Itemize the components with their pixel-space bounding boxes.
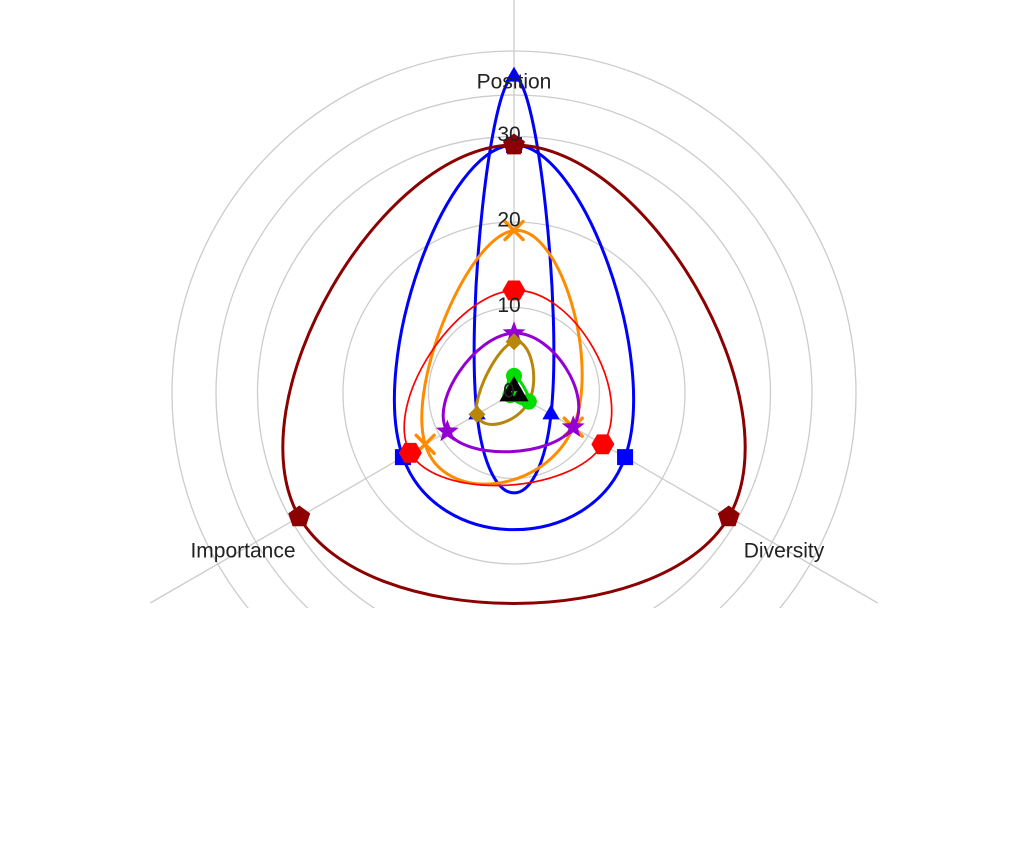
- series-line: [281, 143, 747, 605]
- data-point-circle: [506, 367, 522, 384]
- series-2: [281, 133, 747, 605]
- data-point-star: [435, 419, 459, 442]
- series-line: [420, 229, 584, 486]
- series-line: [403, 289, 613, 487]
- r-tick-label: 10: [497, 294, 520, 317]
- series-4: [398, 280, 615, 487]
- data-point-hexagon: [502, 280, 526, 301]
- data-point-diamond: [468, 405, 486, 423]
- series-line: [441, 331, 581, 454]
- data-point-diamond: [505, 333, 523, 351]
- axis-label-position: Position: [477, 71, 552, 94]
- r-tick-label: 0: [503, 380, 515, 403]
- axis-spoke: [149, 392, 515, 604]
- data-point-triangle: [542, 404, 560, 420]
- axis-label-diversity: Diversity: [744, 540, 825, 563]
- data-point-x-stroke: [503, 219, 525, 242]
- series-3: [414, 219, 584, 486]
- data-point-hexagon: [398, 442, 422, 463]
- data-point-hexagon: [591, 434, 615, 455]
- polar-grid: [149, 0, 879, 608]
- r-tick-label: 30: [497, 123, 520, 146]
- data-point-pentagon: [503, 133, 525, 155]
- series-5: [435, 321, 585, 454]
- data-point-pentagon: [288, 505, 311, 527]
- axis-label-importance: Importance: [190, 540, 295, 563]
- series-line: [506, 374, 531, 406]
- series-8: [499, 376, 529, 402]
- data-point-triangle: [505, 66, 523, 82]
- series-line: [393, 143, 635, 531]
- data-point-square: [617, 449, 634, 466]
- series-layer: [281, 66, 747, 605]
- data-point-pentagon: [717, 505, 740, 527]
- data-point-triangle: [505, 376, 523, 392]
- r-tick-label: 20: [497, 209, 520, 232]
- data-point-star: [561, 415, 585, 437]
- data-point-x: [503, 219, 525, 242]
- data-point-triangle: [511, 386, 529, 402]
- series-line: [474, 340, 536, 426]
- data-point-triangle: [499, 386, 517, 402]
- data-point-star: [502, 321, 526, 343]
- series-line: [472, 75, 556, 495]
